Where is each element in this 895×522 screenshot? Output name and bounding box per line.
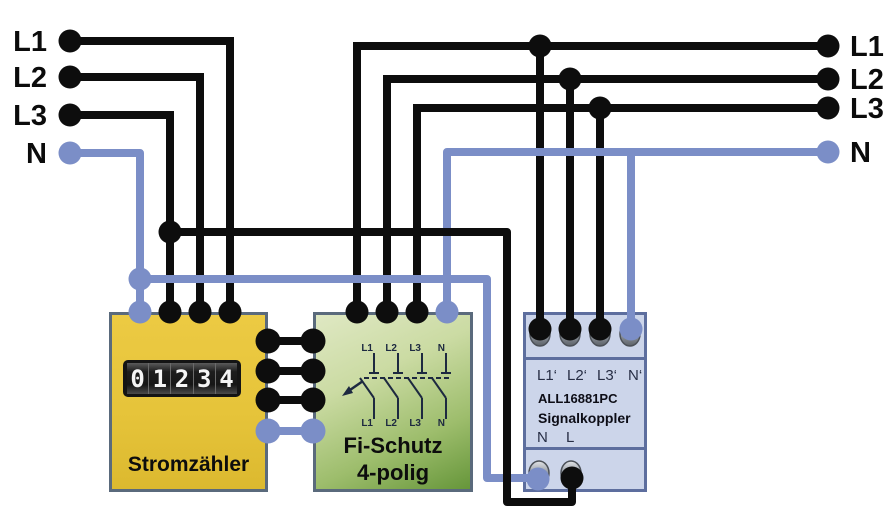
rail-label-left-l1: L1 <box>13 26 47 58</box>
rail-label-left-n: N <box>26 138 47 170</box>
terminal-label-n: N‘ <box>628 367 643 384</box>
rail-label-right-l3: L3 <box>850 93 884 125</box>
rcd-title: Fi-Schutz <box>343 433 443 458</box>
coupler-terminal-labels: L1‘ L2‘ L3‘ N‘ <box>526 367 644 385</box>
counter-digit: 3 <box>192 363 215 394</box>
counter-digit: 1 <box>148 363 171 394</box>
terminal-label-l1: L1‘ <box>537 367 558 384</box>
coupler-box: L1‘ L2‘ L3‘ N‘ ALL16881PC Signalkoppler … <box>523 312 647 492</box>
meter-counter: 0 1 2 3 4 <box>123 360 241 397</box>
rcd-box: Fi-Schutz 4-polig <box>313 312 473 492</box>
coupler-model: ALL16881PC <box>538 391 618 406</box>
rail-label-right-l1: L1 <box>850 31 884 63</box>
coupler-device: Signalkoppler <box>538 410 631 426</box>
rail-label-right-n: N <box>850 137 871 169</box>
coupler-power-l-label: L <box>566 429 575 446</box>
coupler-divider <box>526 447 644 450</box>
meter-title: Stromzähler <box>127 453 250 476</box>
rail-label-left-l3: L3 <box>13 100 47 132</box>
counter-digit: 4 <box>214 363 238 394</box>
coupler-power-n-label: N <box>537 429 548 446</box>
rcd-subtitle: 4-polig <box>356 460 430 485</box>
rail-label-right-l2: L2 <box>850 64 884 96</box>
counter-digit: 0 <box>127 363 149 394</box>
rail-label-left-l2: L2 <box>13 62 47 94</box>
terminal-label-l2: L2‘ <box>567 367 588 384</box>
meter-box: 0 1 2 3 4 Stromzähler <box>109 312 268 492</box>
coupler-divider <box>526 357 644 360</box>
terminal-label-l3: L3‘ <box>597 367 618 384</box>
rail-labels: L1 L2 L3 N L1 L2 L3 N <box>13 26 884 170</box>
counter-digit: 2 <box>170 363 193 394</box>
